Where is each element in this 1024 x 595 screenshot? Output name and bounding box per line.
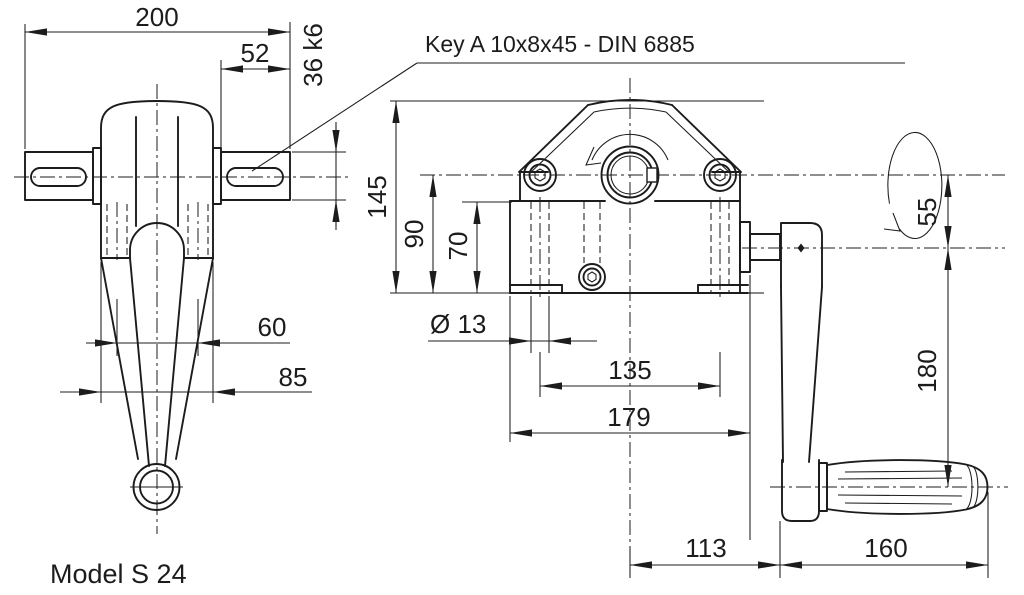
central-bore: [600, 145, 660, 205]
dim-13-label: Ø 13: [430, 309, 486, 339]
side-view-dimensions: 200 52 36 k6 60 85: [24, 2, 346, 403]
hidden-hub-holes: [106, 202, 209, 260]
crank-arm-left-edge: [780, 286, 784, 463]
left-shaft: [24, 151, 94, 201]
crank-arm-right-edge: [808, 286, 823, 463]
key-callout-label: Key A 10x8x45 - DIN 6885: [425, 31, 695, 57]
model-label: Model S 24: [50, 559, 187, 589]
arm-taper-inner-left: [129, 257, 150, 467]
arm-arch: [129, 222, 185, 259]
dim-85-label: 85: [279, 362, 308, 392]
crank-arm-foot: [781, 459, 820, 522]
front-view-dimensions: 145 90 70 Ø 13 135 179 55 180 113 160: [362, 100, 989, 578]
crank-hub: [780, 222, 823, 288]
dim-36k6-label: 36 k6: [298, 23, 328, 87]
dim-90-label: 90: [399, 220, 429, 249]
crank-rotation-arrowhead: [883, 212, 901, 232]
shaft-boss: [739, 221, 751, 273]
hidden-mount-holes: [530, 202, 730, 292]
key-callout-leader: [251, 62, 418, 172]
dim-160-label: 160: [864, 533, 907, 563]
dim-145-label: 145: [362, 175, 392, 218]
left-shaft-keyway: [30, 167, 87, 187]
ear-left-slant: [518, 104, 589, 173]
rotation-arc: [591, 133, 669, 161]
front-view: [420, 78, 1008, 546]
crank-stub-shaft: [749, 233, 781, 261]
ear-right-slant: [671, 104, 742, 173]
arm-taper-outer-right: [175, 257, 214, 460]
dome-outer-arc: [587, 99, 673, 106]
right-shaft: [220, 151, 291, 201]
arm-taper-inner-right: [164, 257, 185, 467]
right-flange: [212, 147, 222, 205]
right-ear-bolt: [703, 158, 737, 192]
dim-60-label: 60: [258, 312, 287, 342]
dim-52-label: 52: [241, 38, 270, 68]
rotation-arc-arrowhead: [585, 146, 602, 166]
arm-taper-outer-left: [100, 257, 139, 460]
left-ear-bolt: [523, 158, 557, 192]
right-shaft-keyway: [226, 167, 284, 187]
bottom-bolt: [578, 263, 606, 291]
dim-135-label: 135: [608, 355, 651, 385]
left-flange: [92, 147, 102, 205]
dim-179-label: 179: [607, 402, 650, 432]
dome-inner-arc: [593, 107, 667, 113]
dim-180-label: 180: [912, 349, 942, 392]
key-callout: Key A 10x8x45 - DIN 6885: [251, 31, 905, 172]
side-view: [14, 84, 348, 534]
handle-grip: [826, 459, 989, 515]
bore-keyway-notch: [646, 167, 658, 183]
dim-200-label: 200: [135, 2, 178, 32]
housing-dome-side: [100, 100, 214, 259]
dim-70-label: 70: [443, 232, 473, 261]
crank-rotation-ellipse: [887, 131, 943, 239]
crank-pivot-mark: [797, 243, 805, 253]
dim-113-label: 113: [685, 533, 726, 563]
dim-55-label: 55: [912, 198, 942, 227]
